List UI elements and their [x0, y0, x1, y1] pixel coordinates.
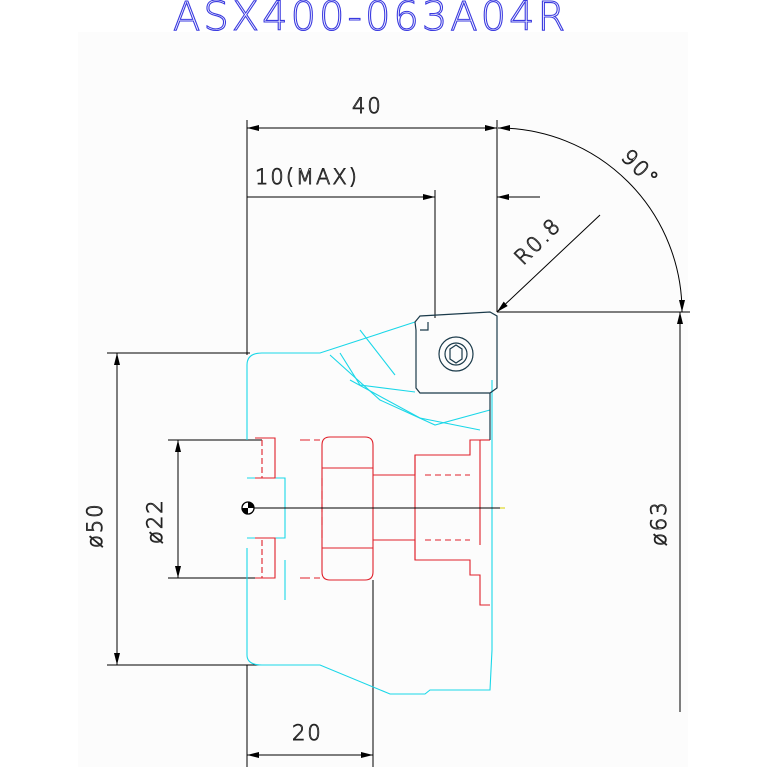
dim-angle-label: 90°	[616, 145, 664, 193]
dimension-cut-diameter: ø63	[647, 312, 683, 712]
dim-cut-diameter-label: ø63	[647, 500, 671, 546]
dimension-outer-diameter: ø50	[83, 352, 262, 666]
dim-outer-diameter-label: ø50	[83, 502, 107, 548]
dimension-max-depth: 10(MAX)	[247, 165, 540, 318]
dimension-bore-diameter: ø22	[143, 439, 262, 579]
centerline	[241, 501, 505, 515]
title-bar: ASX400-063A04R	[0, 0, 767, 41]
dim-hub-width-label: 20	[292, 721, 323, 745]
dimension-hub-width: 20	[246, 580, 374, 767]
dim-length-label: 40	[352, 94, 383, 118]
dimension-length: 40	[246, 94, 498, 355]
drawing-title: ASX400-063A04R	[172, 0, 569, 41]
dim-max-depth-label: 10(MAX)	[255, 165, 359, 189]
dimension-radius: R0.8	[496, 213, 601, 313]
dim-radius-label: R0.8	[510, 213, 567, 270]
cutting-insert	[414, 311, 498, 440]
dim-bore-diameter-label: ø22	[143, 498, 167, 544]
hidden-features	[255, 436, 490, 606]
